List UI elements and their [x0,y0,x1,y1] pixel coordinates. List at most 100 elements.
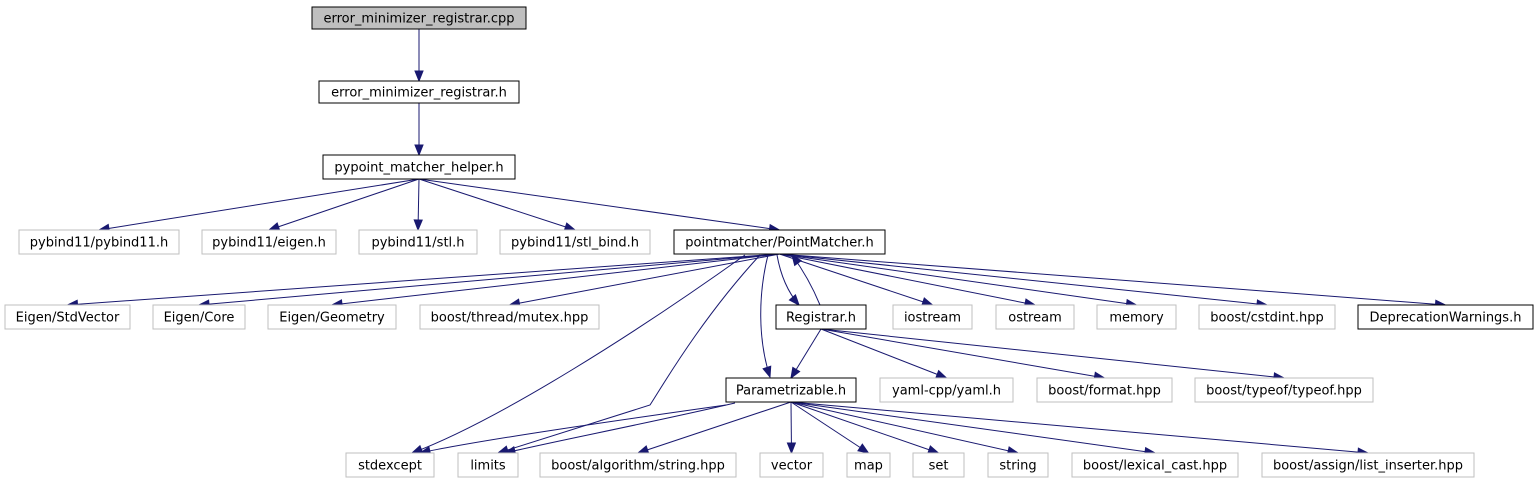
node-label: memory [1109,311,1164,326]
edge-arrowhead [762,365,772,379]
node-box[interactable] [725,377,857,403]
edge-line [820,328,947,379]
node-boost-format-hpp[interactable]: boost/format.hpp [1036,377,1173,403]
node-box[interactable] [311,6,527,30]
edge-line [497,254,761,454]
node-boost-lexical-cast-hpp[interactable]: boost/lexical_cast.hpp [1071,452,1239,478]
node-error-minimizer-registrar-h[interactable]: error_minimizer_registrar.h [318,80,520,104]
edge-line [418,178,780,231]
node-box[interactable] [267,304,397,330]
edge-n7-to-n8 [66,253,780,309]
node-eigen-stdvector[interactable]: Eigen/StdVector [4,304,131,330]
node-box[interactable] [152,304,246,330]
edge-n18-to-n30 [790,401,1370,457]
node-memory[interactable]: memory [1096,304,1177,330]
node-vector[interactable]: vector [759,452,824,478]
node-label: error_minimizer_registrar.h [331,86,507,101]
edge-n18-to-n25 [786,401,797,455]
edge-arrowhead [927,445,940,455]
node-box[interactable] [539,452,737,478]
edge-arrowhead [788,293,800,307]
node-box[interactable] [1071,452,1239,478]
node-pypoint-matcher-helper-h[interactable]: pypoint_matcher_helper.h [322,154,516,180]
node-ostream[interactable]: ostream [995,304,1075,330]
node-box[interactable] [1096,304,1177,330]
node-box[interactable] [1357,304,1534,330]
edge-line [418,178,576,231]
node-box[interactable] [345,452,435,478]
node-box[interactable] [1198,304,1336,330]
edge-arrowhead [636,445,650,455]
node-label: Eigen/StdVector [16,311,120,326]
node-pybind11-stl-bind-h[interactable]: pybind11/stl_bind.h [499,229,651,255]
node-box[interactable] [322,154,516,180]
edge-line [820,328,1285,379]
node-label: Eigen/Geometry [279,311,385,326]
edge-arrowhead [414,70,424,83]
node-eigen-core[interactable]: Eigen/Core [152,304,246,330]
node-pybind11-pybind11-h[interactable]: pybind11/pybind11.h [18,229,180,255]
node-deprecationwarnings-h[interactable]: DeprecationWarnings.h [1357,304,1534,330]
edge-arrowhead [267,222,281,232]
node-box[interactable] [358,229,478,255]
node-box[interactable] [4,304,131,330]
edge-line [268,178,420,231]
edge-line [504,402,736,454]
node-box[interactable] [995,304,1075,330]
node-box[interactable] [987,452,1049,478]
edge-n7-to-n17 [779,253,1447,309]
node-registrar-h[interactable]: Registrar.h [775,304,867,330]
node-label: pybind11/stl_bind.h [511,236,639,251]
node-label: Parametrizable.h [736,384,846,399]
node-box[interactable] [846,452,891,478]
edge-line [637,401,792,454]
node-box[interactable] [1194,377,1374,403]
node-box[interactable] [18,229,180,255]
node-box[interactable] [912,452,965,478]
node-yaml-cpp-yaml-h[interactable]: yaml-cpp/yaml.h [879,377,1014,403]
node-box[interactable] [499,229,651,255]
node-box[interactable] [457,452,519,478]
edge-line [779,253,1137,306]
node-box[interactable] [892,304,973,330]
node-box[interactable] [318,80,520,104]
edge-line [790,401,939,454]
node-iostream[interactable]: iostream [892,304,973,330]
node-boost-thread-mutex-hpp[interactable]: boost/thread/mutex.hpp [419,304,600,330]
node-box[interactable] [879,377,1014,403]
node-limits[interactable]: limits [457,452,519,478]
node-boost-algorithm-string-hpp[interactable]: boost/algorithm/string.hpp [539,452,737,478]
edge-line [779,253,933,306]
node-label: map [854,459,883,474]
node-boost-assign-list-inserter-hpp[interactable]: boost/assign/list_inserter.hpp [1261,452,1475,478]
node-boost-typeof-typeof-hpp[interactable]: boost/typeof/typeof.hpp [1194,377,1374,403]
node-boost-cstdint-hpp[interactable]: boost/cstdint.hpp [1198,304,1336,330]
node-box[interactable] [673,229,886,255]
node-pybind11-eigen-h[interactable]: pybind11/eigen.h [201,229,337,255]
node-set[interactable]: set [912,452,965,478]
node-parametrizable-h[interactable]: Parametrizable.h [725,377,857,403]
node-string[interactable]: string [987,452,1049,478]
edge-n12-to-n19 [820,328,948,379]
node-box[interactable] [419,304,600,330]
edge-n7-to-n12 [776,254,800,307]
node-label: pybind11/stl.h [371,236,464,251]
node-box[interactable] [759,452,824,478]
edge-n2-to-n3 [97,178,420,234]
node-error-minimizer-registrar-cpp[interactable]: error_minimizer_registrar.cpp [311,6,527,30]
node-box[interactable] [1261,452,1475,478]
node-box[interactable] [775,304,867,330]
edge-line [198,253,780,306]
node-map[interactable]: map [846,452,891,478]
node-box[interactable] [1036,377,1173,403]
node-label: stdexcept [358,459,422,474]
node-pointmatcher-pointmatcher-h[interactable]: pointmatcher/PointMatcher.h [673,229,886,255]
node-pybind11-stl-h[interactable]: pybind11/stl.h [358,229,478,255]
edge-n12-to-n7 [791,253,821,306]
node-label: boost/format.hpp [1048,384,1161,399]
node-stdexcept[interactable]: stdexcept [345,452,435,478]
node-label: vector [771,459,813,474]
node-box[interactable] [201,229,337,255]
node-eigen-geometry[interactable]: Eigen/Geometry [267,304,397,330]
edge-arrowhead [786,442,797,455]
